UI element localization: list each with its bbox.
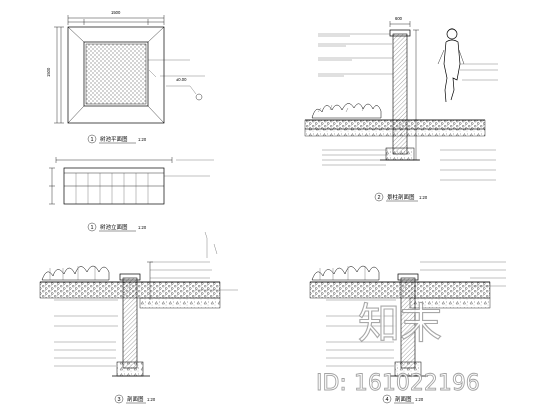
svg-text:2: 2 bbox=[377, 195, 380, 201]
plan-height-dimension: 1500 bbox=[46, 67, 51, 77]
svg-text:1: 1 bbox=[90, 225, 93, 231]
post-width-dimension: 600 bbox=[395, 16, 403, 21]
tree-pool-elevation-scale: 1:20 bbox=[138, 225, 147, 230]
section-3-title: 剖面图 bbox=[127, 395, 144, 403]
watermark-brand: 知末 bbox=[358, 299, 442, 348]
post-section-scale: 1:20 bbox=[419, 195, 428, 200]
section-4-view: 4 剖面图 1:20 bbox=[309, 261, 506, 404]
watermark-id: ID: 161022196 bbox=[316, 371, 480, 396]
elevation-mark: ±0.00 bbox=[176, 77, 187, 82]
tree-pool-elevation-title: 树池立面图 bbox=[100, 223, 128, 231]
section-3-scale: 1:20 bbox=[147, 397, 156, 402]
section-3-view: 3 剖面图 1:20 bbox=[39, 231, 238, 404]
svg-text:4: 4 bbox=[385, 397, 388, 403]
svg-text:1: 1 bbox=[90, 137, 93, 143]
tree-pool-plan-view: 1500 1500 1 树池平面图 1:20 bbox=[46, 10, 205, 144]
section-4-scale: 1:20 bbox=[415, 397, 424, 402]
tree-pool-plan-scale: 1:20 bbox=[138, 137, 147, 142]
post-section-title: 景柱剖面图 bbox=[387, 193, 415, 201]
svg-text:3: 3 bbox=[117, 397, 120, 403]
section-4-title: 剖面图 bbox=[395, 395, 412, 403]
tree-pool-plan-title: 树池平面图 bbox=[100, 135, 128, 143]
scale-figure bbox=[437, 28, 465, 103]
post-section-view: 600 2 景柱剖面图 1:2 bbox=[304, 16, 498, 202]
plan-width-dimension: 1500 bbox=[111, 10, 121, 15]
tree-pool-elevation-view: 1 树池立面图 1:20 bbox=[49, 157, 214, 232]
